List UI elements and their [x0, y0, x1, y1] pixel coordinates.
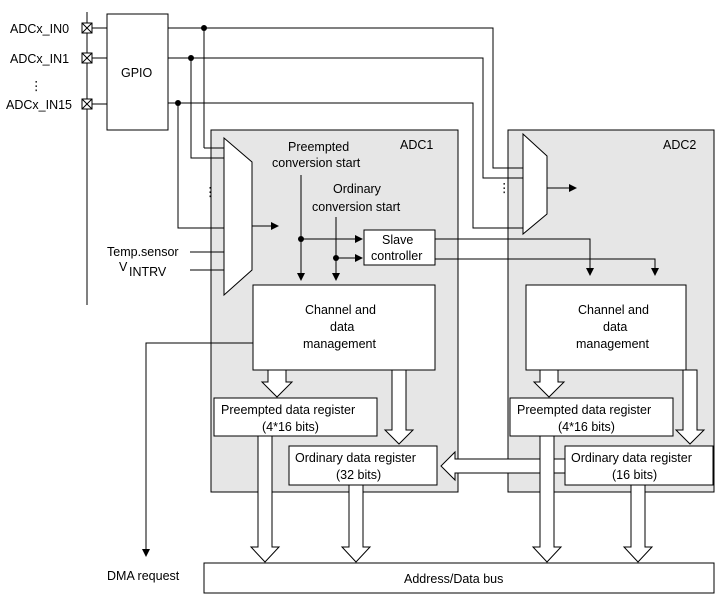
adc1-mux: [223, 136, 253, 297]
adc1-preempted-reg-line2: (4*16 bits): [262, 420, 319, 434]
adc1-preempted-register: [213, 397, 378, 437]
pin-in15-icon: [81, 98, 93, 110]
preempted-start-line2: conversion start: [272, 156, 361, 170]
adc1-ordinary-reg-line1: Ordinary data register: [295, 451, 416, 465]
adc1-ordinary-to-bus-arrow: [340, 484, 372, 563]
adc2-mgmt-to-ordinary-arrow: [674, 369, 706, 445]
adc1-channel-mgmt-block: [252, 284, 436, 371]
adc1-preempted-reg-line1: Preempted data register: [221, 403, 355, 417]
slave-controller-line2: controller: [371, 249, 422, 263]
adc1-channel-mgmt-line1: Channel and: [305, 303, 376, 317]
adc1-ordinary-reg-line2: (32 bits): [336, 468, 381, 482]
adc2-ordinary-reg-line1: Ordinary data register: [571, 451, 692, 465]
slave-controller-block: [363, 229, 436, 266]
adc2-mgmt-to-preempted-arrow: [532, 369, 566, 398]
adc1-mux-dots: ⋮: [204, 185, 217, 199]
adc2-channel-mgmt-line3: management: [576, 337, 649, 351]
adc1-channel-mgmt-line2: data: [330, 320, 354, 334]
dma-request-label: DMA request: [107, 569, 180, 583]
adc1-ordinary-register: [288, 445, 438, 486]
ordinary-start-line1: Ordinary: [333, 182, 382, 196]
adc1-title: ADC1: [400, 138, 433, 152]
adc2-ordinary-reg-line2: (16 bits): [612, 468, 657, 482]
vintrv-label: V: [119, 260, 128, 274]
slave-controller-line1: Slave: [382, 233, 413, 247]
adc1-channel-mgmt-line3: management: [303, 337, 376, 351]
adc2-mux: [522, 132, 548, 236]
vintrv-subscript: INTRV: [129, 265, 167, 279]
preempted-start-line1: Preempted: [288, 140, 349, 154]
adc2-channel-mgmt-line2: data: [603, 320, 627, 334]
adc2-preempted-reg-line1: Preempted data register: [517, 403, 651, 417]
pin-in0-icon: [81, 22, 93, 34]
temp-sensor-label: Temp.sensor: [107, 245, 179, 259]
label-adcx-in1: ADCx_IN1: [10, 52, 69, 66]
label-adcx-in0: ADCx_IN0: [10, 22, 69, 36]
adc1-preempted-to-bus-arrow: [249, 435, 281, 563]
adc1-mgmt-to-preempted-arrow: [260, 369, 294, 398]
label-adcx-in15: ADCx_IN15: [6, 98, 72, 112]
adc2-title: ADC2: [663, 138, 696, 152]
ordinary-start-line2: conversion start: [312, 200, 401, 214]
adc2-channel-mgmt-block: [525, 284, 687, 371]
adc2-channel-mgmt-line1: Channel and: [578, 303, 649, 317]
adc1-mgmt-to-ordinary-arrow: [383, 369, 415, 445]
adc2-mux-dots: ⋮: [498, 181, 511, 195]
bus-label: Address/Data bus: [404, 572, 503, 586]
adc2-preempted-reg-line2: (4*16 bits): [558, 420, 615, 434]
pin-in1-icon: [81, 52, 93, 64]
adc2-ordinary-to-bus-arrow: [622, 484, 654, 563]
address-data-bus: [203, 562, 715, 594]
gpio-label: GPIO: [121, 66, 153, 80]
label-input-dots: ⋮: [30, 79, 43, 93]
adc2-preempted-register: [509, 397, 674, 437]
adc2-preempted-to-bus-arrow: [531, 435, 563, 563]
gpio-block: [106, 13, 169, 131]
